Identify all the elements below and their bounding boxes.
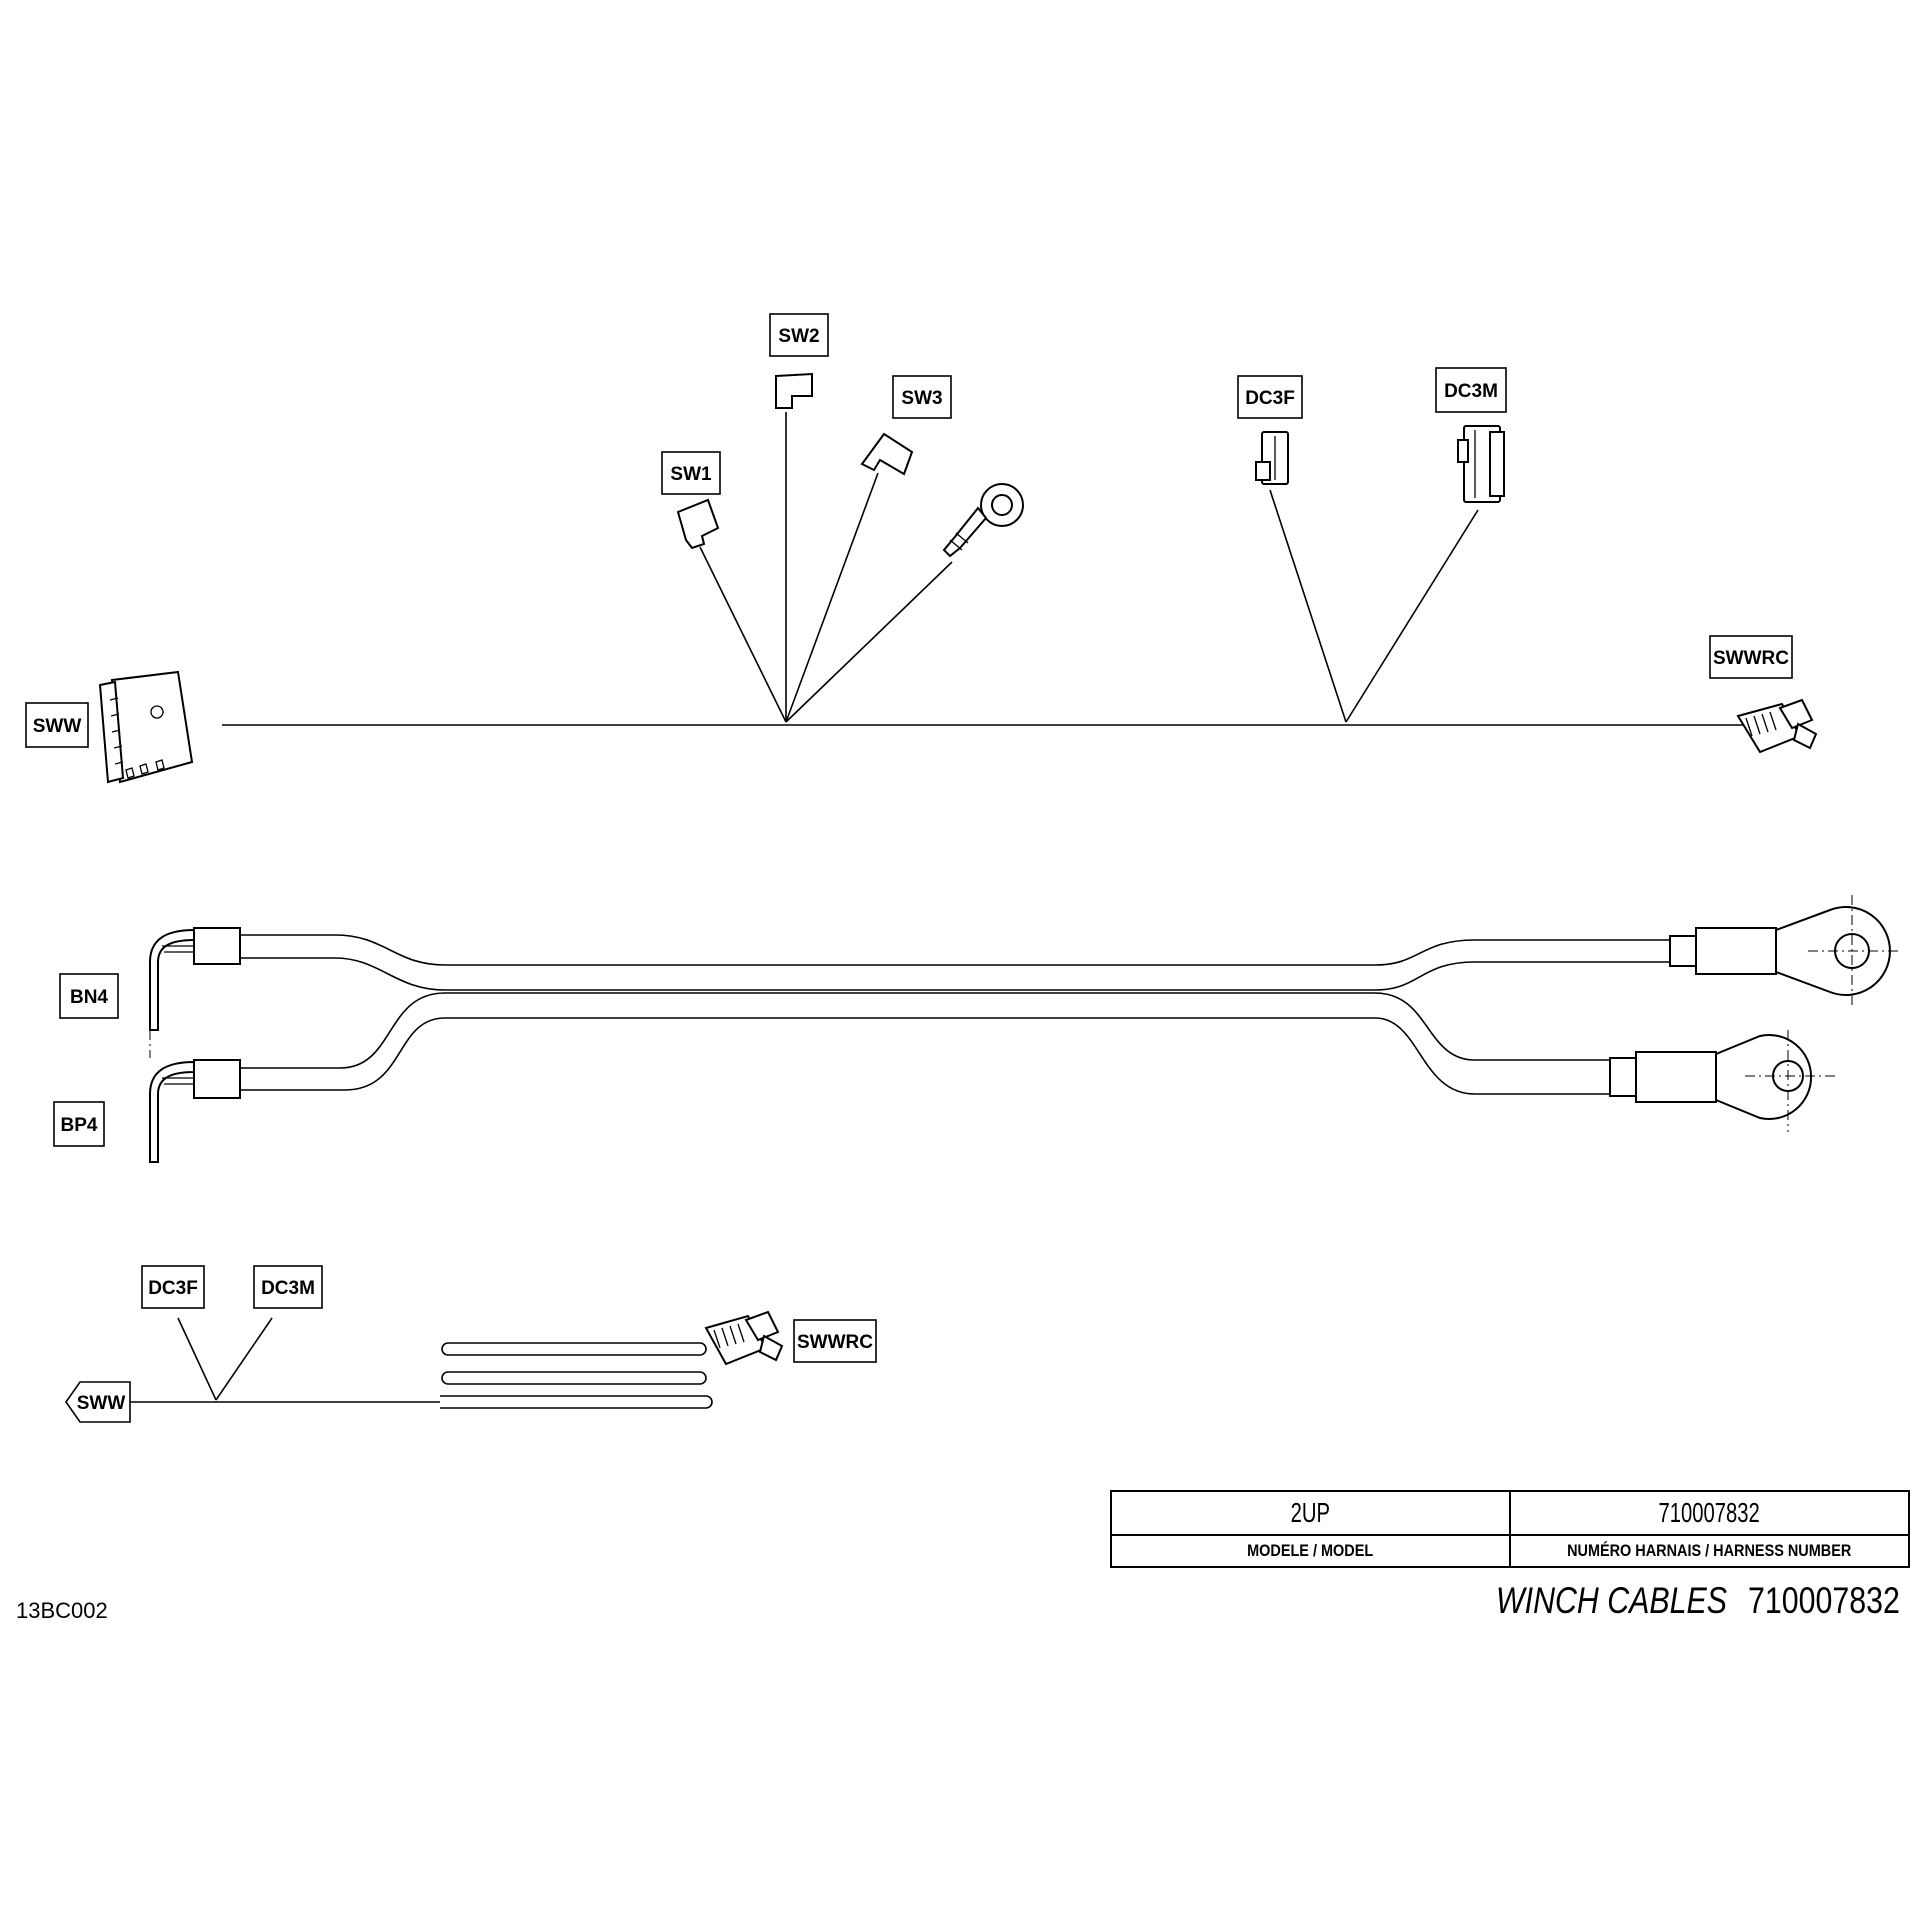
bottom-branch-dc3m: [215, 1317, 273, 1401]
caption-name: WINCH CABLES: [1496, 1580, 1727, 1621]
sw1-terminal: [676, 498, 720, 550]
sww-connector: [98, 670, 194, 784]
label-sww-bottom: SWW: [65, 1381, 131, 1423]
label-text: SWW: [77, 1393, 126, 1414]
negative-cable-outline-top: [240, 934, 1670, 966]
label-text: DC3M: [261, 1278, 315, 1299]
top-harness: SWW SW1 SW2 SW3 DC3F DC3M SWWRC: [25, 313, 1818, 784]
label-sw2: SW2: [769, 313, 829, 357]
harness-caption: NUMÉRO HARNAIS / HARNESS NUMBER: [1567, 1541, 1852, 1560]
bottom-cable-tube-2: [441, 1371, 707, 1385]
bottom-harness: SWW DC3F DC3M SWWRC: [65, 1265, 877, 1423]
dc3m-connector-top: [1457, 425, 1505, 503]
negative-ring-lug: [1669, 895, 1900, 1008]
label-swwrc-top: SWWRC: [1709, 635, 1793, 679]
bottom-cable-tube-3: [440, 1395, 713, 1409]
reference-code: 13BC002: [16, 1598, 108, 1623]
sw3-terminal: [860, 432, 914, 476]
label-text: DC3F: [148, 1278, 198, 1299]
label-text: SW1: [670, 464, 712, 485]
positive-ring-lug: [1609, 1030, 1835, 1132]
label-sww-top: SWW: [25, 702, 89, 748]
harness-value: 710007832: [1658, 1497, 1761, 1528]
label-text: SWWRC: [797, 1332, 873, 1353]
harness-caption-cell: NUMÉRO HARNAIS / HARNESS NUMBER: [1510, 1535, 1909, 1567]
branch-wire-ring: [785, 561, 953, 723]
label-sw3: SW3: [892, 375, 952, 419]
harness-cell: 710007832: [1510, 1491, 1909, 1535]
sw2-terminal: [775, 372, 813, 409]
label-swwrc-bottom: SWWRC: [793, 1319, 877, 1363]
positive-cable-outline-bottom: [240, 1017, 1610, 1095]
label-text: BN4: [70, 987, 108, 1008]
label-text: SW2: [778, 326, 819, 347]
label-text: SWW: [33, 716, 82, 737]
swwrc-connector-top: [1736, 698, 1818, 754]
branch-wire-sw3: [785, 472, 879, 723]
label-text: SWWRC: [1713, 648, 1789, 669]
dc3f-connector-top: [1255, 431, 1289, 485]
label-sw1: SW1: [661, 451, 721, 495]
label-bp4: BP4: [53, 1101, 105, 1147]
bp4-terminal: [149, 1059, 241, 1163]
model-caption-cell: MODELE / MODEL: [1111, 1535, 1510, 1567]
bottom-cable-tube-1: [441, 1342, 707, 1356]
title-block-captions: MODELE / MODEL NUMÉRO HARNAIS / HARNESS …: [1111, 1535, 1909, 1567]
bn4-terminal: [149, 927, 241, 1058]
branch-wire-dc3f: [1269, 489, 1347, 723]
title-block-values: 2UP 710007832: [1111, 1491, 1909, 1535]
label-text: SW3: [901, 388, 942, 409]
model-caption: MODELE / MODEL: [1247, 1541, 1374, 1560]
ring-terminal: [942, 483, 1024, 558]
branch-wire-sw1: [699, 546, 787, 723]
label-text: DC3M: [1444, 381, 1498, 402]
label-dc3f-bottom: DC3F: [141, 1265, 205, 1309]
model-value: 2UP: [1290, 1497, 1331, 1528]
label-text: BP4: [61, 1115, 98, 1136]
model-cell: 2UP: [1111, 1491, 1510, 1535]
label-dc3f-top: DC3F: [1237, 375, 1303, 419]
swwrc-connector-bottom: [704, 1310, 784, 1366]
caption-number: 710007832: [1748, 1580, 1900, 1621]
label-dc3m-bottom: DC3M: [253, 1265, 323, 1309]
label-bn4: BN4: [59, 973, 119, 1019]
label-dc3m-top: DC3M: [1435, 367, 1507, 413]
positive-cable-outline-top: [240, 992, 1610, 1069]
branch-wire-dc3m: [1345, 509, 1479, 723]
label-text: DC3F: [1245, 388, 1295, 409]
negative-cable-outline-bottom: [240, 957, 1670, 991]
battery-cables: BN4 BP4: [53, 895, 1900, 1163]
bottom-branch-dc3f: [177, 1317, 217, 1401]
title-block: 2UP 710007832 MODELE / MODEL NUMÉRO HARN…: [1110, 1490, 1910, 1568]
